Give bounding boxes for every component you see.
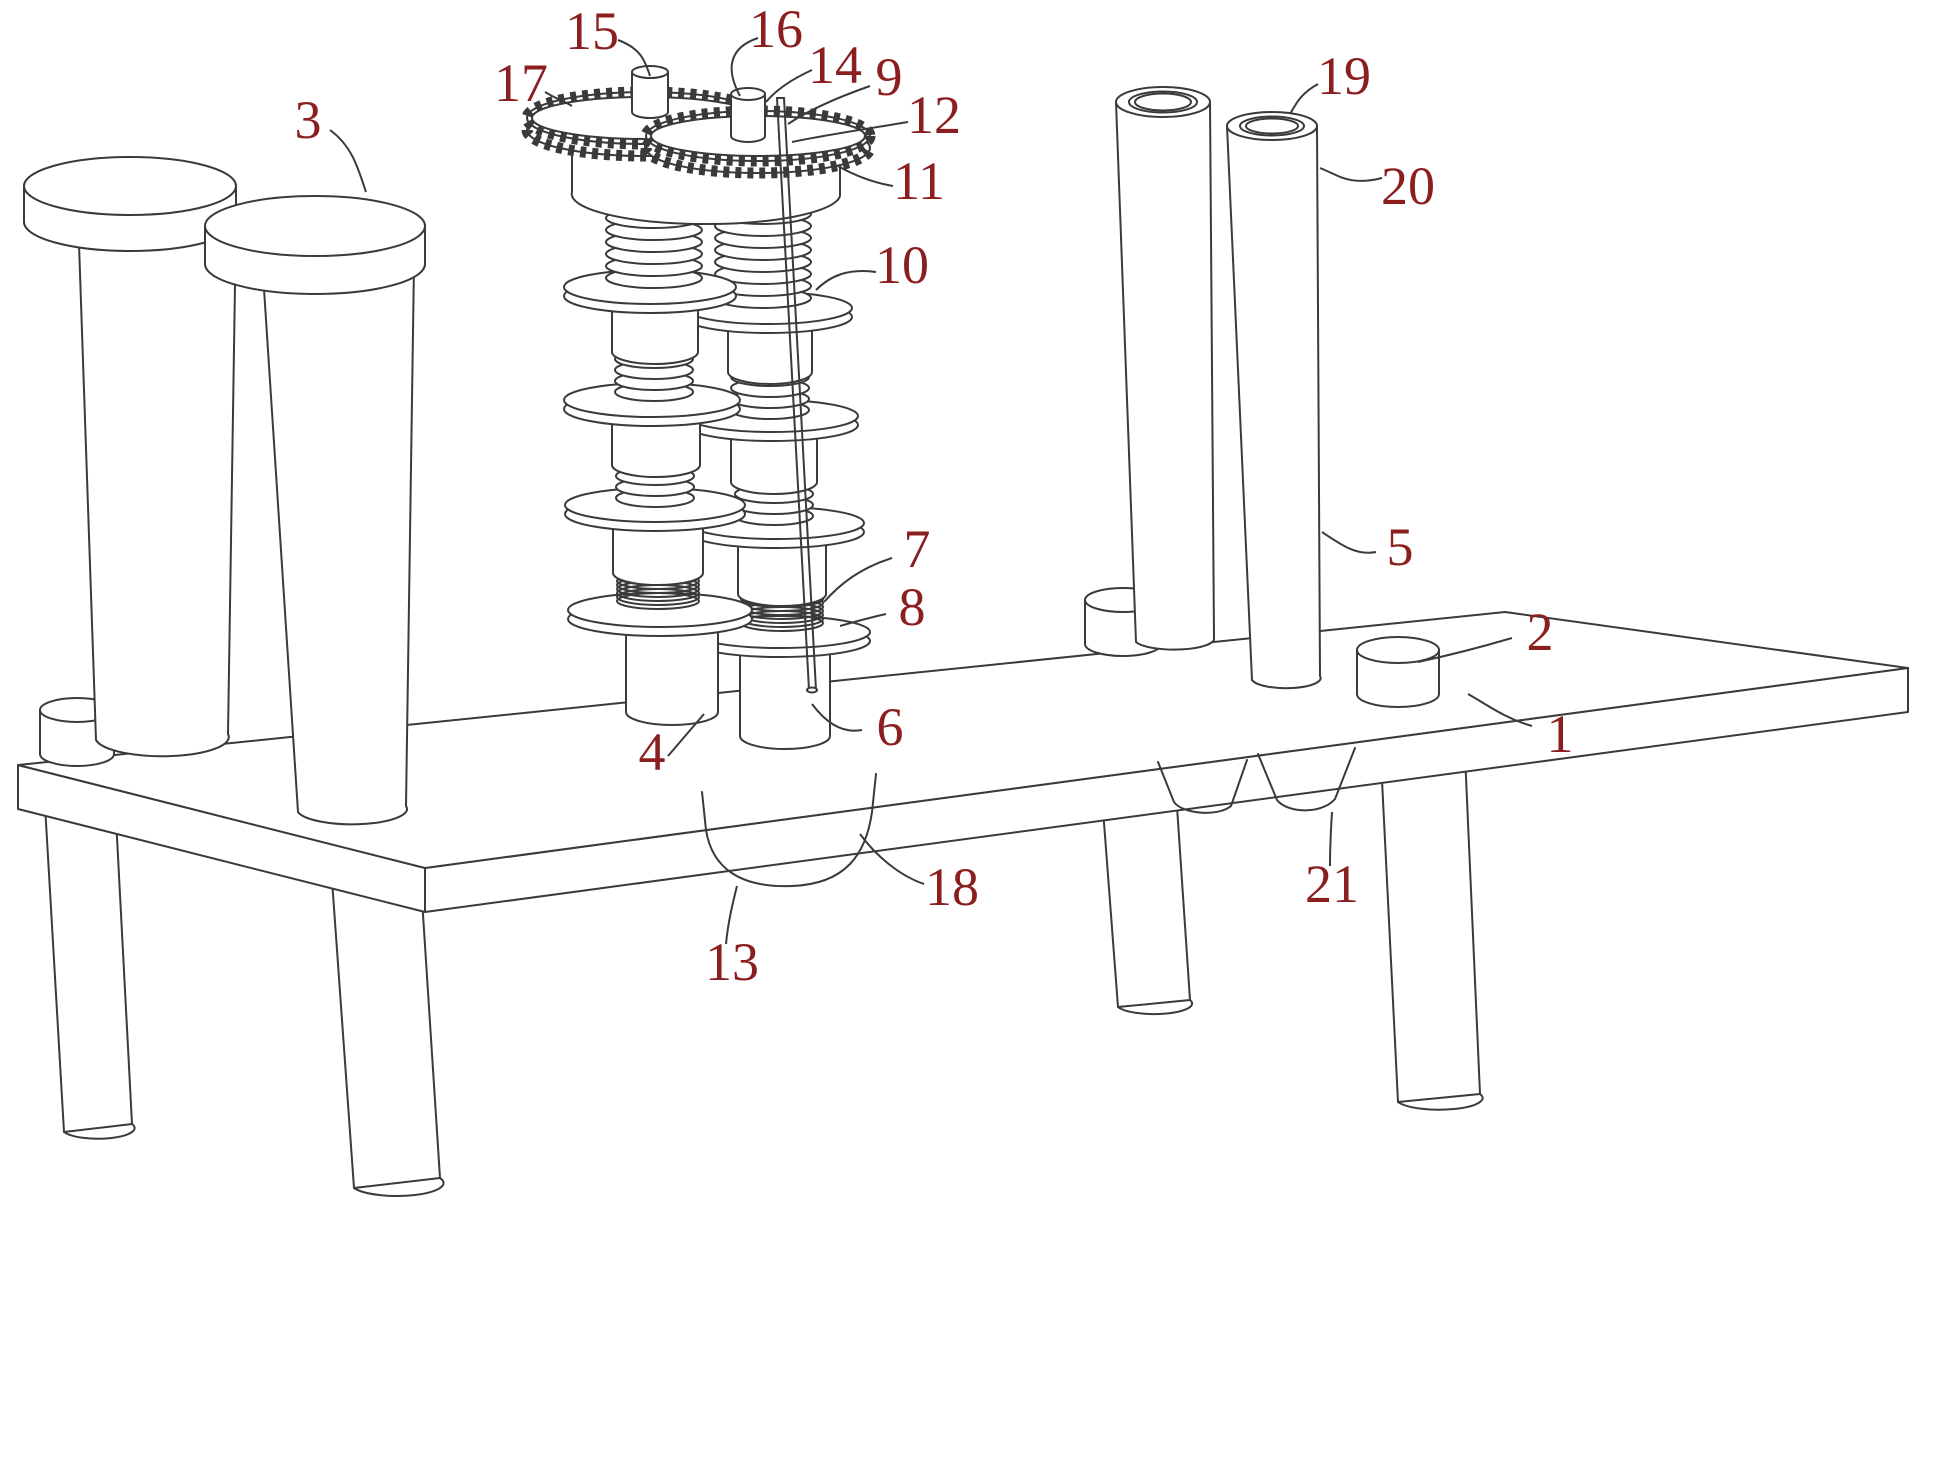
- label-16: 16: [749, 0, 803, 59]
- leader-3: [329, 129, 367, 193]
- stack-left-base-cylinder: [625, 617, 719, 726]
- capped-column-front-cap-top: [204, 195, 426, 257]
- label-9: 9: [876, 47, 903, 107]
- capped-column-front-body: [261, 257, 415, 826]
- spring-stack-left: [563, 185, 753, 726]
- label-12: 12: [907, 85, 961, 145]
- funnel-right-1: [1157, 759, 1248, 814]
- leader-16: [730, 37, 759, 97]
- leader-5: [1321, 531, 1377, 554]
- capped-column-front: [204, 195, 426, 826]
- leader-19: [1289, 83, 1319, 115]
- leader-8: [839, 613, 887, 627]
- leader-11: [837, 165, 894, 187]
- label-14: 14: [808, 35, 862, 95]
- leader-14: [765, 69, 813, 103]
- label-18: 18: [925, 857, 979, 917]
- label-19: 19: [1317, 46, 1371, 106]
- capped-column-back: [23, 156, 237, 758]
- leader-18: [859, 833, 925, 885]
- tube-back-right: [1115, 86, 1216, 651]
- label-11: 11: [893, 151, 945, 211]
- label-8: 8: [899, 577, 926, 637]
- stack-left-disc-4: [567, 592, 753, 628]
- leader-20: [1319, 167, 1383, 182]
- capped-column-back-cap-top: [23, 156, 237, 216]
- leader-7: [823, 557, 893, 603]
- top-pin-right: [730, 87, 766, 143]
- label-10: 10: [875, 235, 929, 295]
- label-6: 6: [877, 697, 904, 757]
- capped-column-back-body: [77, 214, 237, 758]
- top-pin-left: [631, 65, 669, 119]
- label-1: 1: [1547, 704, 1574, 764]
- label-7: 7: [904, 519, 931, 579]
- leader-13: [725, 885, 738, 945]
- label-15: 15: [565, 1, 619, 61]
- leader-12: [791, 121, 909, 143]
- annotations: 1 2 3 4 5 6 7 8 9 10 11 12 13 14 15 16 1…: [295, 0, 1574, 992]
- leader-1: [1467, 693, 1533, 727]
- label-4: 4: [639, 722, 666, 782]
- leg-back-right: [1379, 731, 1481, 1103]
- spring-stack-right: [683, 191, 871, 750]
- stub-right: [1356, 649, 1440, 708]
- label-13: 13: [705, 932, 759, 992]
- tube-front-right: [1226, 111, 1322, 690]
- label-17: 17: [494, 53, 548, 113]
- table-legs: [43, 731, 1484, 1197]
- leader-17: [544, 91, 573, 107]
- label-21: 21: [1305, 854, 1359, 914]
- leader-4: [667, 713, 705, 757]
- label-20: 20: [1381, 156, 1435, 216]
- vertical-rod: [776, 97, 818, 694]
- leader-15: [617, 39, 651, 77]
- leader-10: [815, 270, 877, 291]
- leader-6: [811, 703, 863, 732]
- label-5: 5: [1387, 517, 1414, 577]
- label-2: 2: [1527, 602, 1554, 662]
- leg-front-left: [331, 867, 441, 1189]
- label-3: 3: [295, 90, 322, 150]
- funnel-right-2: [1257, 747, 1356, 812]
- leader-2: [1417, 637, 1513, 663]
- leader-9: [787, 85, 871, 125]
- leader-21: [1329, 811, 1333, 867]
